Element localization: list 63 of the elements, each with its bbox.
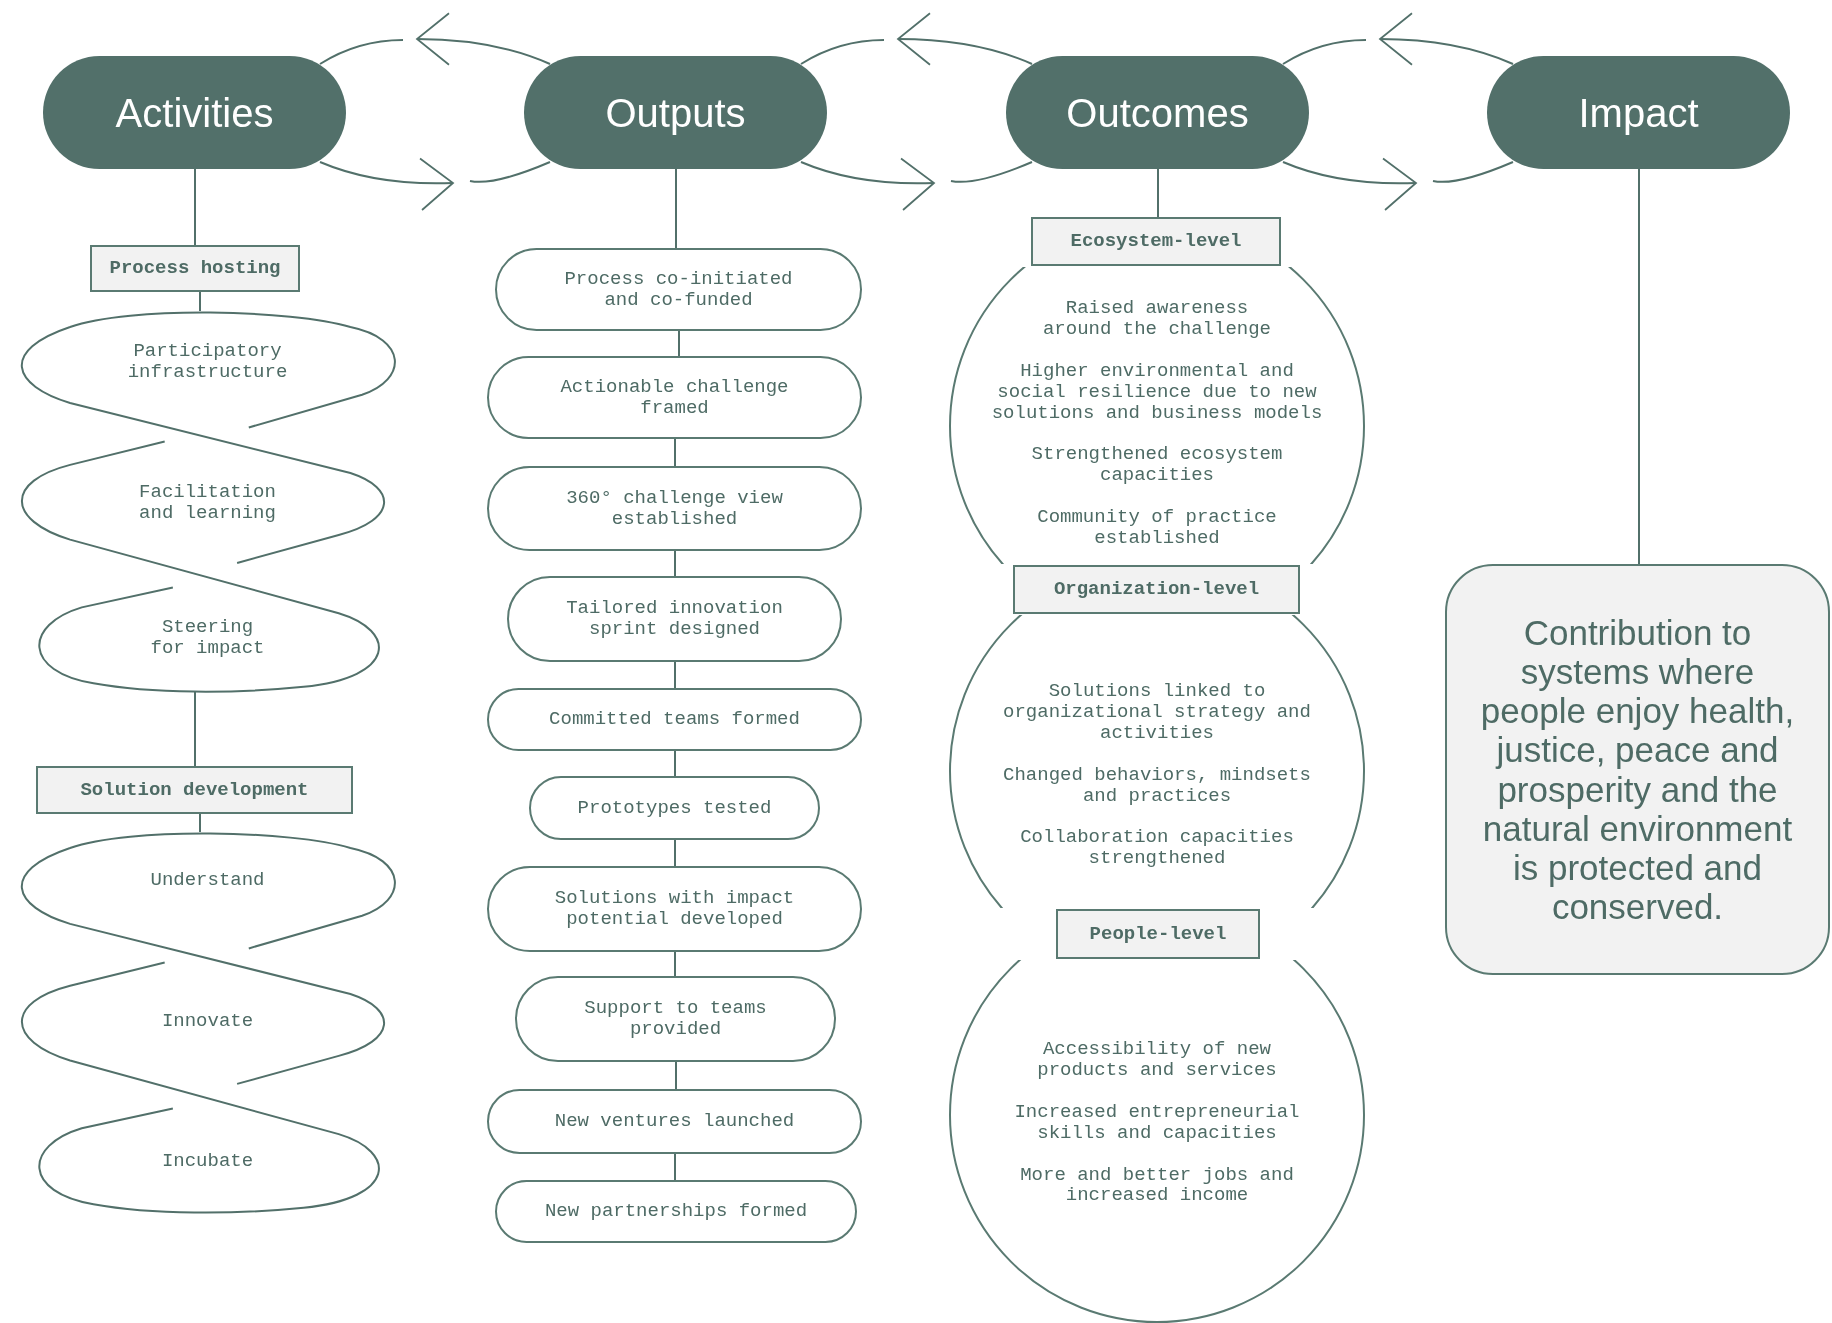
connector-line — [897, 12, 1033, 67]
outcome-text: Community of practice established — [1036, 507, 1278, 549]
outcome-text: Accessibility of new products and services — [1036, 1039, 1278, 1081]
stage-pill: Impact — [1487, 56, 1790, 169]
output-box: Support to teams provided — [515, 976, 836, 1062]
section-heading: Process hosting — [90, 245, 300, 292]
output-box: Tailored innovation sprint designed — [507, 576, 842, 662]
connector-line — [674, 1153, 676, 1181]
connector-line — [800, 157, 935, 211]
connector-line — [469, 161, 551, 183]
outcome-text: Collaboration capacities strengthened — [1019, 827, 1295, 870]
level-heading: Organization-level — [1013, 565, 1300, 614]
connector-line — [319, 157, 454, 211]
connector-line — [416, 12, 551, 67]
output-box: Prototypes tested — [529, 776, 820, 840]
loop-label: Understand — [149, 869, 266, 891]
loop-label: Participatory infrastructure — [126, 341, 289, 383]
connector-line — [674, 438, 676, 467]
outcome-text: Higher environmental and social resilience due to new solutions and business models — [990, 360, 1324, 424]
stage-pill: Outcomes — [1006, 56, 1309, 169]
stage-pill: Activities — [43, 56, 346, 169]
connector-line — [674, 839, 676, 867]
connector-line — [194, 690, 196, 767]
loop-label: Incubate — [160, 1150, 255, 1172]
connector-line — [199, 291, 201, 312]
outcome-text: Increased entrepreneurial skills and capacities — [1013, 1101, 1301, 1144]
connector-line — [199, 813, 201, 833]
outcome-text: Solutions linked to organizational strategy and activities — [1002, 681, 1312, 744]
output-box: New partnerships formed — [495, 1180, 857, 1243]
output-box: Actionable challenge framed — [487, 356, 862, 439]
connector-line — [1282, 157, 1417, 211]
connector-line — [1379, 12, 1514, 67]
loop-label: Innovate — [160, 1010, 255, 1032]
impact-box: Contribution to systems where people enjoy health, justice, peace and prosperity and the natural environment is protected and conserved. — [1445, 564, 1830, 975]
connector-line — [1157, 168, 1159, 218]
connector-line — [678, 330, 680, 357]
output-box: Process co-initiated and co-funded — [495, 248, 862, 331]
outcome-text: More and better jobs and increased income — [1019, 1164, 1295, 1207]
connector-line — [674, 951, 676, 977]
loop-label: Steering for impact — [149, 617, 266, 659]
level-heading: People-level — [1056, 909, 1260, 959]
section-heading: Solution development — [36, 766, 353, 814]
output-box: Solutions with impact potential developed — [487, 866, 862, 952]
outcome-text: Changed behaviors, mindsets and practices — [1002, 764, 1312, 807]
connector-line — [1432, 161, 1514, 183]
connector-line — [674, 661, 676, 689]
connector-line — [1282, 39, 1367, 65]
outcome-text: Raised awareness around the challenge — [1041, 298, 1272, 340]
output-box: Committed teams formed — [487, 688, 862, 751]
stage-pill: Outputs — [524, 56, 827, 169]
loop-label: Facilitation and learning — [138, 482, 277, 524]
output-box: New ventures launched — [487, 1089, 862, 1154]
connector-line — [674, 750, 676, 777]
connector-line — [950, 161, 1033, 183]
connector-line — [674, 550, 676, 577]
connector-line — [194, 168, 196, 246]
connector-line — [675, 1061, 677, 1090]
outcome-text: Strengthened ecosystem capacities — [1030, 444, 1284, 487]
connector-line — [800, 39, 885, 65]
connector-line — [319, 39, 404, 65]
connector-line — [675, 168, 677, 249]
connector-line — [1638, 168, 1640, 565]
output-box: 360° challenge view established — [487, 466, 862, 551]
